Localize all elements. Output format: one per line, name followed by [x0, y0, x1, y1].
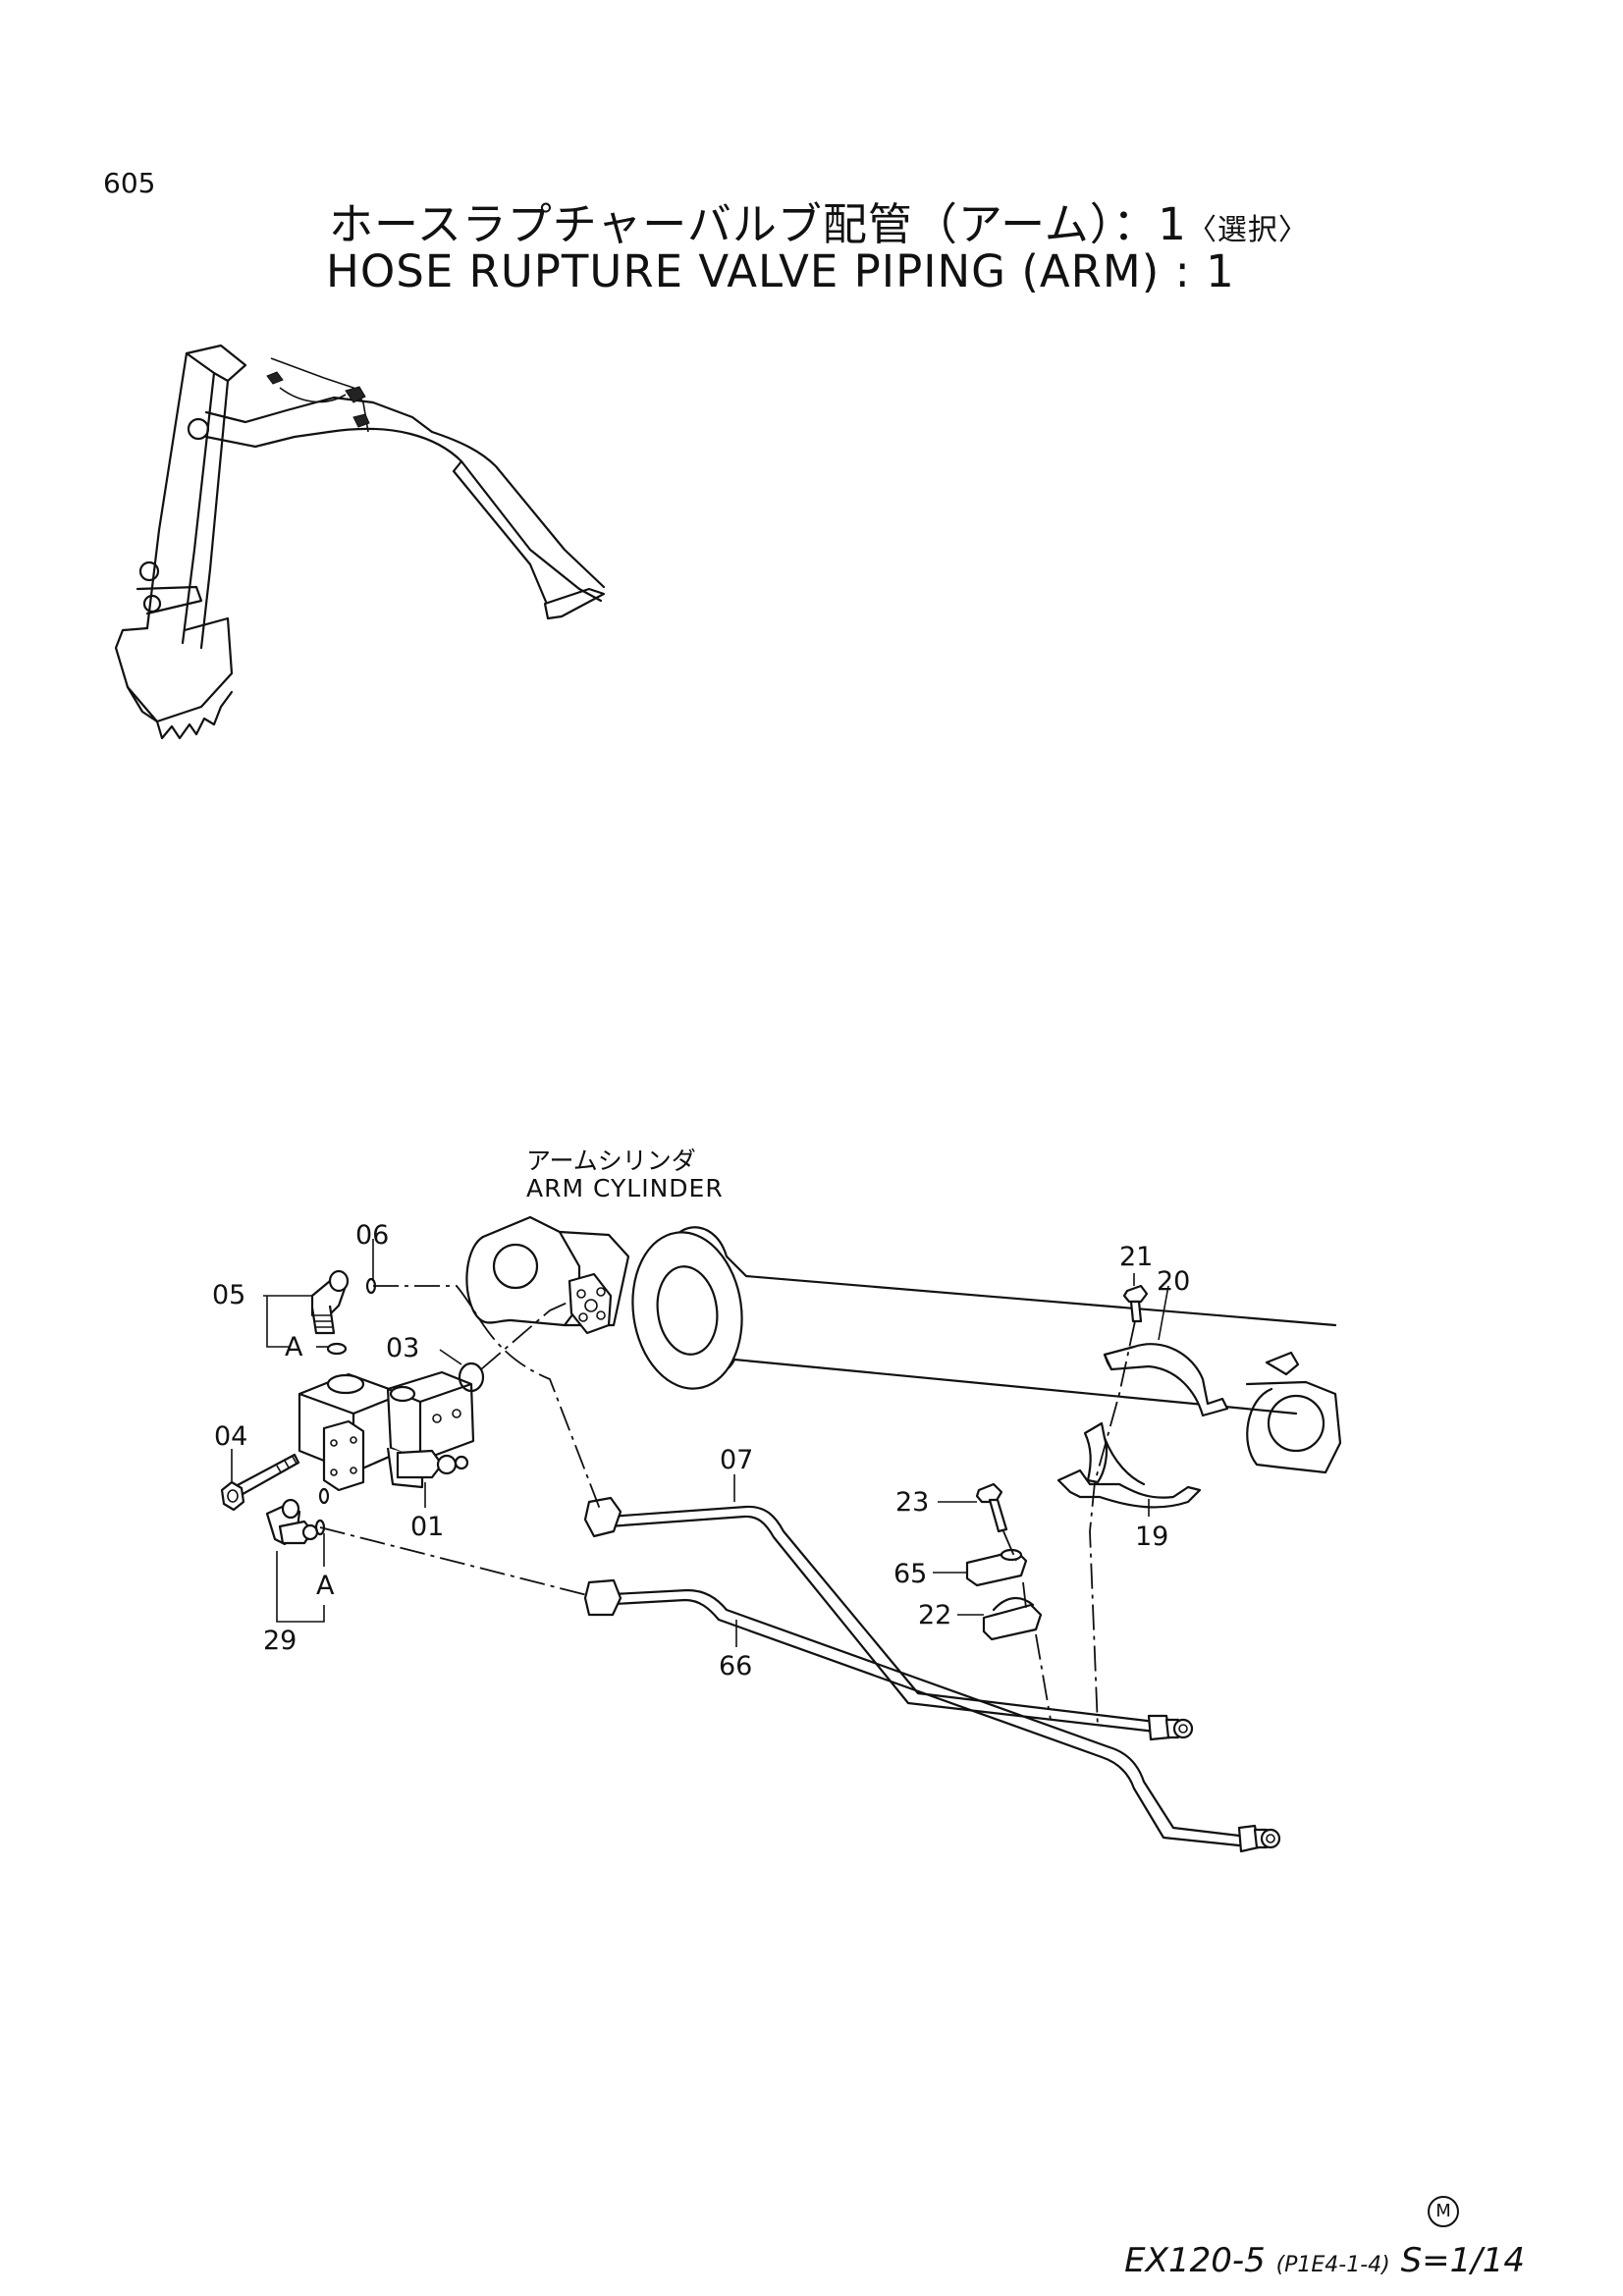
callout-07: 07 [720, 1445, 754, 1475]
callout-20: 20 [1157, 1266, 1191, 1297]
callout-66: 66 [719, 1651, 753, 1682]
hose-rupture-valve [298, 1370, 475, 1492]
o-ring-upper [326, 1342, 348, 1356]
pipe-07 [583, 1496, 1194, 1741]
callout-22: 22 [918, 1600, 952, 1630]
elbow-fitting-05 [310, 1269, 350, 1335]
title-japanese: ホースラプチャーバルブ配管（アーム）：1〈選択〉 [329, 188, 1309, 252]
title-japanese-main: ホースラプチャーバルブ配管（アーム）：1 [329, 198, 1187, 250]
o-ring-mid [318, 1487, 330, 1505]
elbow-fitting-29 [265, 1498, 319, 1546]
callout-23: 23 [895, 1487, 930, 1518]
footer-model-info: EX120-5 (P1E4-1-4) S=1/14 [1124, 2241, 1525, 2280]
ref-label-a-bottom: A [316, 1571, 335, 1601]
callout-04: 04 [214, 1421, 248, 1452]
o-ring-03 [458, 1362, 485, 1393]
leader-lines [231, 1239, 1169, 1647]
page-number: 605 [103, 167, 156, 199]
arm-cylinder-label-english: ARM CYLINDER [526, 1174, 724, 1202]
excavator-arm-overview [114, 344, 606, 740]
bolt-21 [1122, 1284, 1149, 1323]
callout-21: 21 [1119, 1242, 1154, 1272]
callout-06: 06 [355, 1220, 390, 1251]
callout-03: 03 [386, 1333, 420, 1363]
pipe-66 [583, 1578, 1281, 1853]
callout-01: 01 [410, 1512, 445, 1542]
title-english: HOSE RUPTURE VALVE PIPING (ARM) : 1 [326, 245, 1235, 297]
bolt-04 [220, 1453, 300, 1512]
title-japanese-suffix: 〈選択〉 [1186, 213, 1309, 247]
revision-mark: M [1428, 2196, 1459, 2227]
callout-05: 05 [212, 1280, 246, 1310]
callout-29: 29 [263, 1626, 298, 1656]
ref-label-a-top: A [285, 1332, 303, 1362]
footer-version: (P1E4-1-4) [1275, 2253, 1390, 2277]
cushion-65 [965, 1548, 1028, 1587]
clip-22 [982, 1597, 1043, 1641]
callout-19: 19 [1135, 1522, 1169, 1552]
footer-sheet: S=1/14 [1400, 2241, 1525, 2280]
clamp-19 [1056, 1421, 1202, 1509]
assembly-lines [319, 1285, 1136, 1729]
footer-model: EX120-5 [1124, 2241, 1266, 2280]
arm-cylinder-label-japanese: アームシリンダ [526, 1147, 696, 1175]
arm-cylinder [465, 1215, 1342, 1474]
o-ring-lower [314, 1519, 326, 1536]
callout-65: 65 [893, 1559, 928, 1589]
clamp-20 [1103, 1343, 1229, 1417]
bolt-23 [975, 1482, 1008, 1533]
